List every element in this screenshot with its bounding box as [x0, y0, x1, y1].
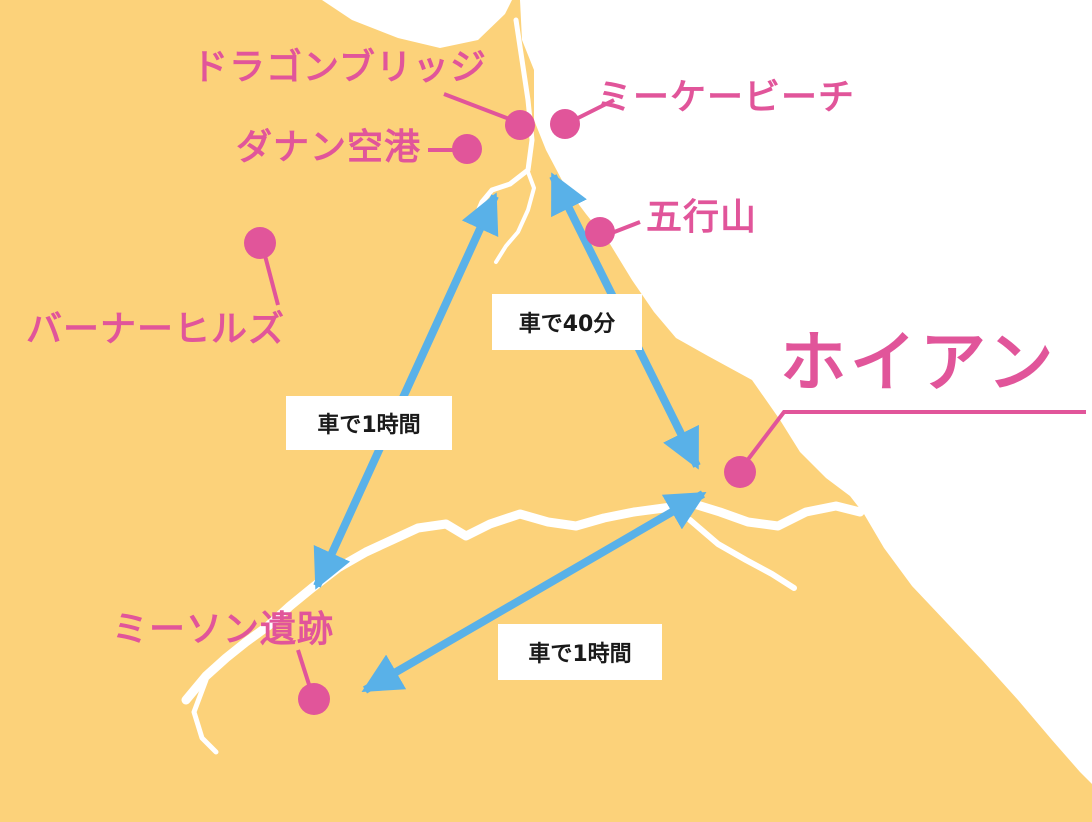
route-arrow-myson-hoian	[361, 490, 707, 694]
pin-hoi-an[interactable]	[724, 456, 756, 488]
label-my-son: ミーソン遺跡	[112, 609, 335, 650]
label-danang-airport: ダナン空港	[236, 127, 422, 168]
route-time-myson-hoian: 車で1時間	[498, 624, 662, 680]
route-time-danang-myson: 車で1時間	[286, 396, 452, 450]
route-arrow-danang-myson	[313, 192, 499, 590]
pin-dragon-bridge[interactable]	[505, 110, 535, 140]
river-branch-south	[687, 517, 797, 591]
pin-my-khe-beach[interactable]	[550, 109, 580, 139]
route-time-danang-hoian: 車で40分	[492, 294, 642, 350]
label-dragon-bridge: ドラゴンブリッジ	[192, 47, 487, 88]
danang-channel-branch	[494, 170, 536, 264]
label-ba-na-hills: バーナーヒルズ	[26, 309, 286, 350]
leader-dragon	[443, 92, 513, 122]
label-marble-mountains: 五行山	[646, 197, 758, 238]
pin-my-son[interactable]	[298, 683, 330, 715]
pin-danang-airport[interactable]	[452, 134, 482, 164]
leader-hoian	[738, 410, 1086, 472]
label-hoi-an: ホイアン	[780, 324, 1058, 401]
pin-marble-mountains[interactable]	[585, 217, 615, 247]
pin-ba-na-hills[interactable]	[244, 227, 276, 259]
label-my-khe-beach: ミーケービーチ	[596, 77, 856, 118]
river-branch-west	[191, 677, 219, 755]
leader-mykhe	[577, 98, 615, 120]
